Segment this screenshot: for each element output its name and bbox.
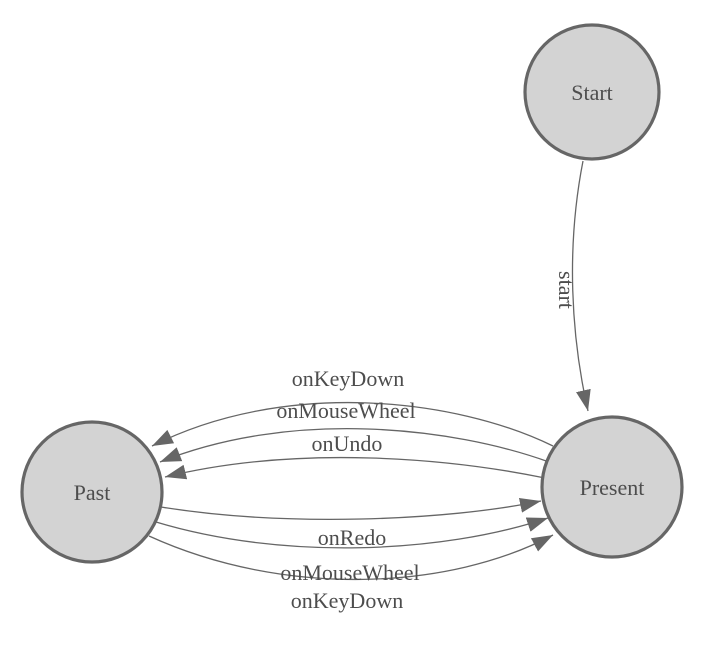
- edge-past-to-present-onkeydown: [148, 534, 554, 581]
- edge-present-to-past-onkeydown: [151, 401, 554, 447]
- edge-past-to-present-onredo: [160, 497, 542, 520]
- edge-label-onmousewheel-bottom: onMouseWheel: [280, 560, 419, 585]
- state-node-past-label: Past: [74, 480, 111, 505]
- edge-label-onmousewheel-top: onMouseWheel: [276, 398, 415, 423]
- edge-present-to-past-onmousewheel: [159, 428, 550, 463]
- state-node-start-label: Start: [571, 80, 613, 105]
- edge-label-onkeydown-top: onKeyDown: [292, 366, 404, 391]
- edge-present-to-past-onundo: [164, 456, 546, 480]
- state-node-past-circle: [20, 420, 164, 564]
- edge-label-onkeydown-bottom: onKeyDown: [291, 588, 403, 613]
- state-node-start-circle: [523, 23, 661, 161]
- state-node-present-label: Present: [580, 475, 645, 500]
- edge-label-start: start: [554, 271, 579, 309]
- edge-past-to-present-onmousewheel: [155, 517, 549, 549]
- state-node-past: Past: [20, 420, 164, 564]
- edge-start-to-present: [571, 160, 591, 412]
- edge-label-onundo: onUndo: [312, 431, 383, 456]
- state-node-start: Start: [523, 23, 661, 161]
- state-node-present: Present: [540, 415, 684, 559]
- state-node-present-circle: [540, 415, 684, 559]
- edge-label-onredo: onRedo: [318, 525, 386, 550]
